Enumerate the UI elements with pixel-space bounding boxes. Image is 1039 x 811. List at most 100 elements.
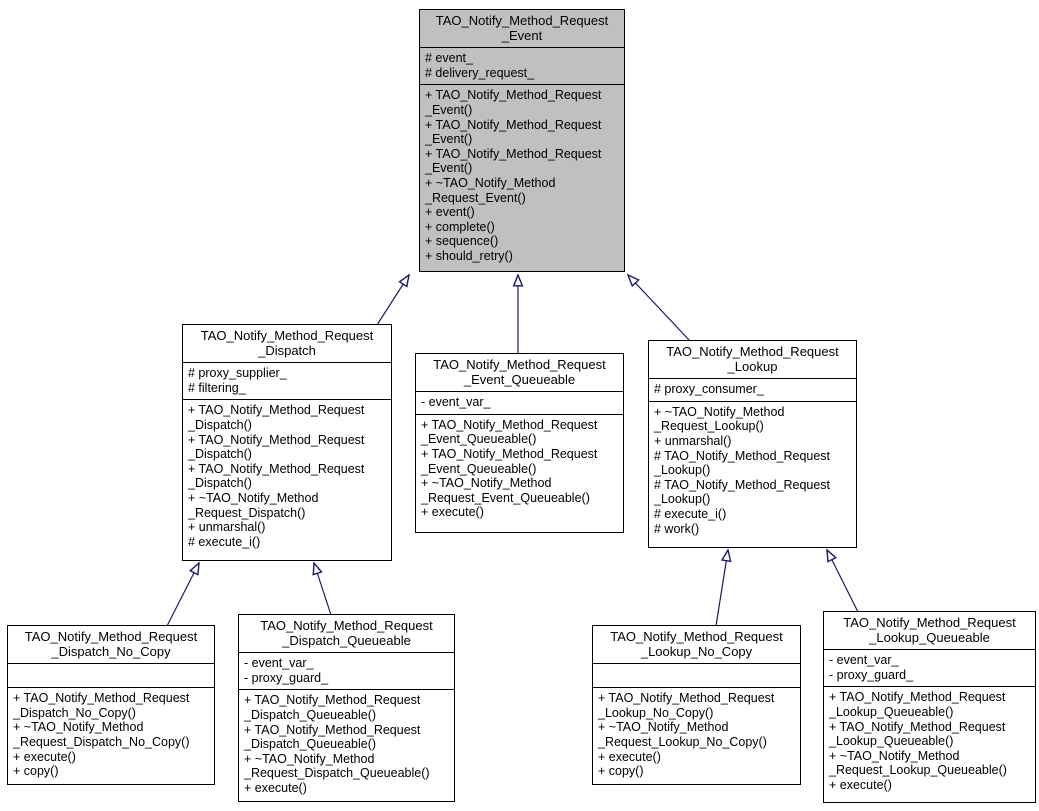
class-method: _Request_Dispatch() <box>188 505 306 520</box>
class-title: TAO_Notify_Method_Request_Event <box>420 10 624 47</box>
class-attribute: # filtering_ <box>188 380 246 395</box>
class-method: _Event_Queueable() <box>421 461 537 476</box>
class-method: + execute() <box>421 505 484 520</box>
inheritance-edge-lookup_queueable-to-lookup <box>827 550 859 613</box>
class-method: _Lookup_No_Copy() <box>598 705 714 720</box>
class-methods: + ~TAO_Notify_Method_Request_Lookup()+ u… <box>649 400 856 547</box>
class-method: _Request_Lookup() <box>654 419 764 434</box>
class-methods: + TAO_Notify_Method_Request_Lookup_Queue… <box>824 686 1035 802</box>
class-method: + TAO_Notify_Method_Request <box>421 446 598 461</box>
class-name-line: TAO_Notify_Method_Request <box>24 629 198 644</box>
class-attributes: # event_# delivery_request_ <box>420 47 624 84</box>
class-method: + TAO_Notify_Method_Request <box>425 146 602 161</box>
class-box-tao-notify-method-request-lookup-no-copy[interactable]: TAO_Notify_Method_Request_Lookup_No_Copy… <box>592 625 801 785</box>
class-method: + TAO_Notify_Method_Request <box>188 432 365 447</box>
class-box-tao-notify-method-request-event[interactable]: TAO_Notify_Method_Request_Event # event_… <box>419 9 625 272</box>
class-attribute: # proxy_consumer_ <box>654 382 764 397</box>
class-methods: + TAO_Notify_Method_Request_Event()+ TAO… <box>420 84 624 271</box>
class-method: _Dispatch() <box>188 476 252 491</box>
inheritance-edge-lookup-to-event <box>628 275 691 342</box>
class-method: + should_retry() <box>425 248 513 263</box>
class-method: + TAO_Notify_Method_Request <box>425 88 602 103</box>
class-method: _Event_Queueable() <box>421 432 537 447</box>
class-box-tao-notify-method-request-lookup-queueable[interactable]: TAO_Notify_Method_Request_Lookup_Queueab… <box>823 611 1036 803</box>
class-method: + TAO_Notify_Method_Request <box>425 117 602 132</box>
class-name-line: TAO_Notify_Method_Request <box>200 328 374 343</box>
class-method: + complete() <box>425 219 495 234</box>
class-method: # work() <box>654 521 700 536</box>
class-attributes <box>8 663 214 687</box>
class-method: _Event() <box>425 132 473 147</box>
class-method: + ~TAO_Notify_Method <box>425 175 556 190</box>
class-method: # execute_i() <box>188 534 261 549</box>
class-method: _Dispatch_No_Copy() <box>13 705 136 720</box>
class-name-line: _Lookup_No_Copy <box>640 643 753 659</box>
class-method: + event() <box>425 205 475 220</box>
class-attributes: # proxy_supplier_# filtering_ <box>183 362 391 399</box>
class-method: _Request_Dispatch_No_Copy() <box>13 734 190 749</box>
class-method: _Event() <box>425 102 473 117</box>
inheritance-edge-dispatch_no_copy-to-dispatch <box>166 563 199 627</box>
class-box-tao-notify-method-request-dispatch-no-copy[interactable]: TAO_Notify_Method_Request_Dispatch_No_Co… <box>7 625 215 785</box>
class-method: _Dispatch() <box>188 417 252 432</box>
class-method: + unmarshal() <box>188 520 266 535</box>
class-method: + TAO_Notify_Method_Request <box>829 719 1006 734</box>
class-method: + TAO_Notify_Method_Request <box>829 690 1006 705</box>
class-attribute: - proxy_guard_ <box>244 670 329 685</box>
class-name-line: _Lookup <box>727 358 778 374</box>
class-method: + ~TAO_Notify_Method <box>421 476 552 491</box>
class-method: + TAO_Notify_Method_Request <box>13 691 190 706</box>
class-method: + ~TAO_Notify_Method <box>829 748 960 763</box>
class-method: + ~TAO_Notify_Method <box>188 490 319 505</box>
class-title: TAO_Notify_Method_Request_Dispatch <box>183 325 391 362</box>
class-box-tao-notify-method-request-event-queueable[interactable]: TAO_Notify_Method_Request_Event_Queueabl… <box>415 353 624 533</box>
class-attribute: - event_var_ <box>829 653 899 668</box>
class-method: _Request_Dispatch_Queueable() <box>244 766 430 781</box>
class-name-line: _Event_Queueable <box>463 371 576 387</box>
class-methods: + TAO_Notify_Method_Request_Dispatch_No_… <box>8 687 214 784</box>
class-method: _Dispatch() <box>188 447 252 462</box>
class-method: _Event() <box>425 161 473 176</box>
class-method: + TAO_Notify_Method_Request <box>598 691 775 706</box>
class-attribute: # delivery_request_ <box>425 65 535 80</box>
class-attributes: - event_var_- proxy_guard_ <box>824 649 1035 686</box>
class-method: + ~TAO_Notify_Method <box>244 751 375 766</box>
class-attributes: - event_var_- proxy_guard_ <box>239 652 454 689</box>
class-name-line: _Lookup_Queueable <box>869 629 990 645</box>
class-method: _Request_Lookup_No_Copy() <box>598 734 767 749</box>
class-method: + copy() <box>13 764 59 779</box>
class-name-line: TAO_Notify_Method_Request <box>435 13 609 28</box>
class-title: TAO_Notify_Method_Request_Lookup_No_Copy <box>593 626 800 663</box>
class-attributes: # proxy_consumer_ <box>649 378 856 401</box>
class-title: TAO_Notify_Method_Request_Lookup <box>649 341 856 378</box>
class-title: TAO_Notify_Method_Request_Lookup_Queueab… <box>824 612 1035 649</box>
class-methods: + TAO_Notify_Method_Request_Lookup_No_Co… <box>593 687 800 784</box>
class-methods: + TAO_Notify_Method_Request_Dispatch_Que… <box>239 689 454 801</box>
class-method: _Dispatch_Queueable() <box>244 707 377 722</box>
class-attribute: - proxy_guard_ <box>829 667 914 682</box>
class-method: + unmarshal() <box>654 433 732 448</box>
class-method: + TAO_Notify_Method_Request <box>188 461 365 476</box>
class-box-tao-notify-method-request-dispatch-queueable[interactable]: TAO_Notify_Method_Request_Dispatch_Queue… <box>238 614 455 802</box>
class-attribute: - event_var_ <box>421 395 491 410</box>
class-method: + execute() <box>13 749 76 764</box>
class-attribute: - event_var_ <box>244 656 314 671</box>
class-name-line: _Dispatch_Queueable <box>282 632 411 648</box>
class-method: + TAO_Notify_Method_Request <box>188 403 365 418</box>
class-method: _Lookup_Queueable() <box>829 734 954 749</box>
class-name-line: _Dispatch_No_Copy <box>51 643 171 659</box>
class-name-line: TAO_Notify_Method_Request <box>260 618 433 633</box>
inheritance-edge-dispatch_queueable-to-dispatch <box>314 563 332 616</box>
class-box-tao-notify-method-request-lookup[interactable]: TAO_Notify_Method_Request_Lookup # proxy… <box>648 340 857 548</box>
class-method: _Request_Lookup_Queueable() <box>829 763 1007 778</box>
class-method: _Lookup_Queueable() <box>829 704 954 719</box>
class-method: + sequence() <box>425 234 499 249</box>
class-title: TAO_Notify_Method_Request_Event_Queueabl… <box>416 354 623 391</box>
class-method: + TAO_Notify_Method_Request <box>244 693 421 708</box>
class-method: + ~TAO_Notify_Method <box>598 720 729 735</box>
class-method: + execute() <box>598 749 661 764</box>
class-attributes <box>593 663 800 687</box>
class-box-tao-notify-method-request-dispatch[interactable]: TAO_Notify_Method_Request_Dispatch # pro… <box>182 324 392 561</box>
